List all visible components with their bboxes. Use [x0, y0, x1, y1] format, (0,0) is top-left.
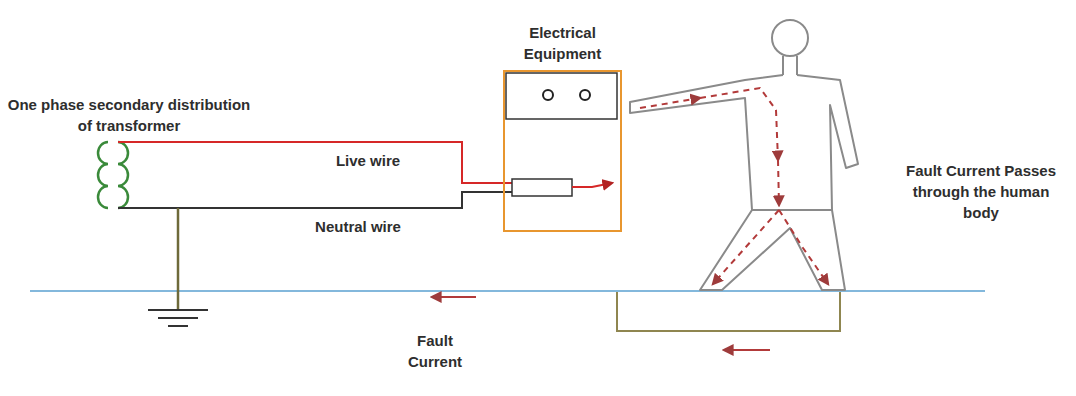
- control-panel: [506, 73, 617, 119]
- knob: [580, 90, 590, 100]
- body-current: [713, 210, 779, 284]
- earth-symbol: [168, 325, 188, 327]
- person-waist: [752, 209, 832, 211]
- person-head: [772, 20, 808, 56]
- earth-rod: [177, 208, 180, 310]
- annotation-label: Neutral wire: [296, 216, 420, 237]
- body-current: [779, 210, 828, 284]
- annotation-label: Fault Current: [398, 330, 472, 372]
- annotation-label: Fault Current Passes through the human b…: [900, 160, 1062, 223]
- current-arrow: [432, 296, 476, 298]
- primary-coil: [98, 142, 108, 208]
- knob: [543, 90, 553, 100]
- body-current: [700, 88, 778, 160]
- fault-arrow: [572, 183, 612, 187]
- current-arrow: [724, 349, 770, 351]
- body-current: [640, 98, 700, 108]
- person-neck: [782, 56, 784, 75]
- annotation-label: Live wire: [318, 150, 418, 171]
- person-body: [630, 75, 858, 290]
- secondary-coil: [118, 142, 128, 208]
- live-wire: [118, 142, 512, 183]
- resistor-symbol: [512, 179, 572, 196]
- earth-return: [617, 292, 840, 331]
- body-current: [778, 160, 779, 205]
- earth-symbol: [158, 317, 198, 319]
- box-heading: Electrical Equipment: [508, 22, 618, 64]
- neutral-wire: [118, 192, 512, 208]
- annotation-label: One phase secondary distribution of tran…: [4, 94, 254, 136]
- person-neck: [796, 56, 798, 75]
- equipment-box: Electrical Equipment: [503, 70, 622, 232]
- earth-symbol: [148, 309, 208, 311]
